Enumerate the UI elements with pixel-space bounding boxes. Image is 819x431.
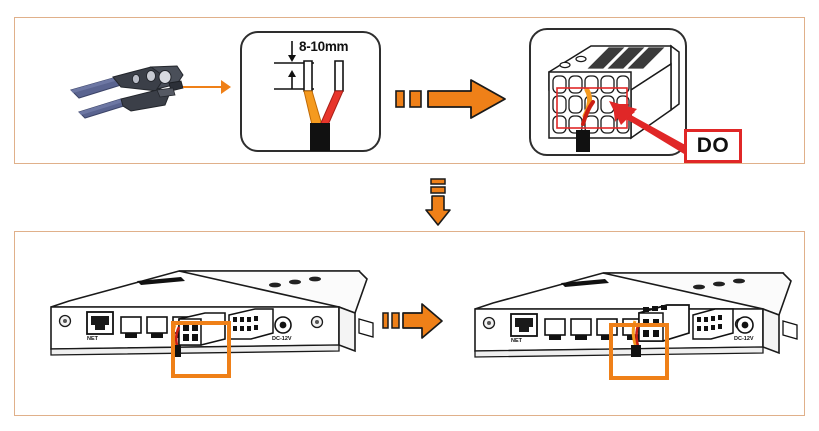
controller-device-before: NET DC-12V	[29, 267, 381, 389]
net-port-label: NET	[511, 338, 522, 344]
power-port-label: DC-12V	[272, 336, 292, 342]
power-port-label: DC-12V	[734, 336, 754, 342]
wire-strip-illustration-box: 8-10mm	[240, 31, 381, 152]
arrow-tool-to-wire	[183, 77, 231, 97]
highlight-do-terminal-right	[609, 323, 669, 380]
do-callout-label: DO	[684, 129, 742, 163]
panel-wire-preparation: 8-10mm	[14, 17, 805, 164]
terminal-block-illustration-box	[529, 28, 687, 156]
do-text: DO	[696, 134, 730, 157]
strip-length-label: 8-10mm	[299, 39, 349, 54]
arrow-step-down	[424, 178, 452, 226]
arrow-wire-to-connector	[395, 77, 507, 121]
net-port-label: NET	[87, 336, 98, 342]
highlight-do-terminal-left	[171, 321, 231, 378]
arrow-device-to-device	[382, 301, 444, 341]
panel-device-installation: NET DC-12V	[14, 231, 805, 416]
controller-device-after: NET DC-12V	[453, 269, 805, 391]
crimping-tool-image	[65, 57, 190, 119]
